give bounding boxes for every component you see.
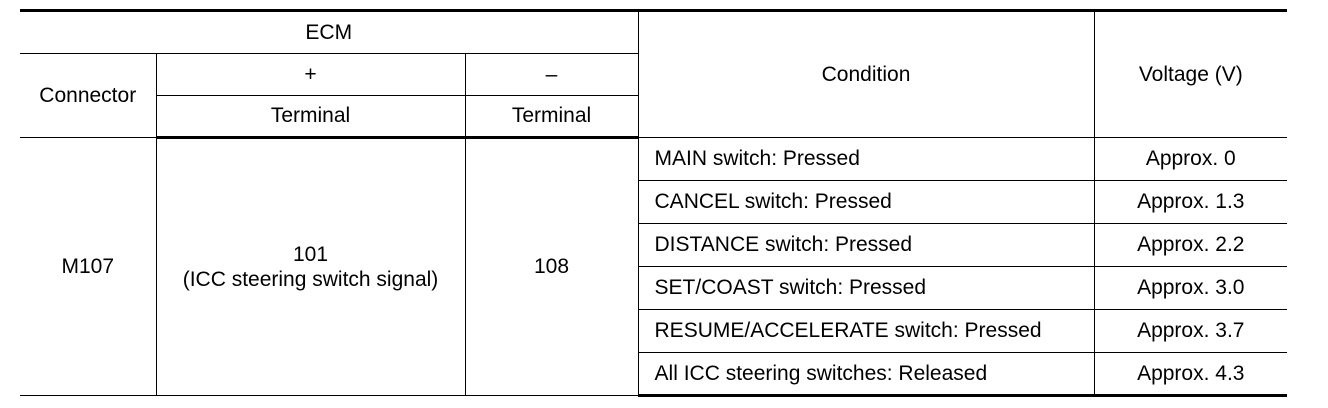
voltage-cell: Approx. 2.2 [1093,223,1288,267]
table-row: CANCEL switch: Pressed Approx. 1.3 [20,180,1288,224]
voltage-header: Voltage (V) [1093,9,1288,138]
voltage-cell: Approx. 0 [1093,137,1288,181]
ecm-terminal-voltage-table: ECM Condition Voltage (V) Connector + – … [20,9,1288,397]
ecm-header: ECM [20,9,639,54]
condition-cell: CANCEL switch: Pressed [637,180,1095,224]
connector-header: Connector [20,53,157,138]
connector-cell: M107 [20,137,157,396]
terminal-plus-signal: (ICC steering switch signal) [182,268,439,291]
terminal-plus-header: Terminal [155,95,466,139]
condition-cell: MAIN switch: Pressed [637,137,1095,181]
table-row: M107 101 (ICC steering switch signal) 10… [20,137,1288,396]
condition-cell: RESUME/ACCELERATE switch: Pressed [637,309,1095,353]
table-row: SET/COAST switch: Pressed Approx. 3.0 [20,266,1288,310]
voltage-cell: Approx. 1.3 [1093,180,1288,224]
condition-cell: All ICC steering switches: Released [637,352,1095,397]
terminal-minus-cell: 108 [464,137,639,396]
table-row: All ICC steering switches: Released Appr… [20,352,1288,397]
voltage-cell: Approx. 3.7 [1093,309,1288,353]
header-row-1: ECM Condition Voltage (V) [20,9,1288,138]
table-row: RESUME/ACCELERATE switch: Pressed Approx… [20,309,1288,353]
condition-cell: DISTANCE switch: Pressed [637,223,1095,267]
minus-header: – [464,53,639,96]
terminal-plus-cell: 101 (ICC steering switch signal) [155,137,466,396]
header-row-3: Terminal Terminal [20,95,1287,139]
condition-cell: SET/COAST switch: Pressed [637,266,1095,310]
voltage-cell: Approx. 3.0 [1093,266,1288,310]
plus-header: + [155,53,466,96]
condition-header: Condition [637,9,1095,138]
voltage-cell: Approx. 4.3 [1093,352,1288,397]
terminal-minus-header: Terminal [464,95,639,139]
terminal-plus-number: 101 [292,242,329,266]
